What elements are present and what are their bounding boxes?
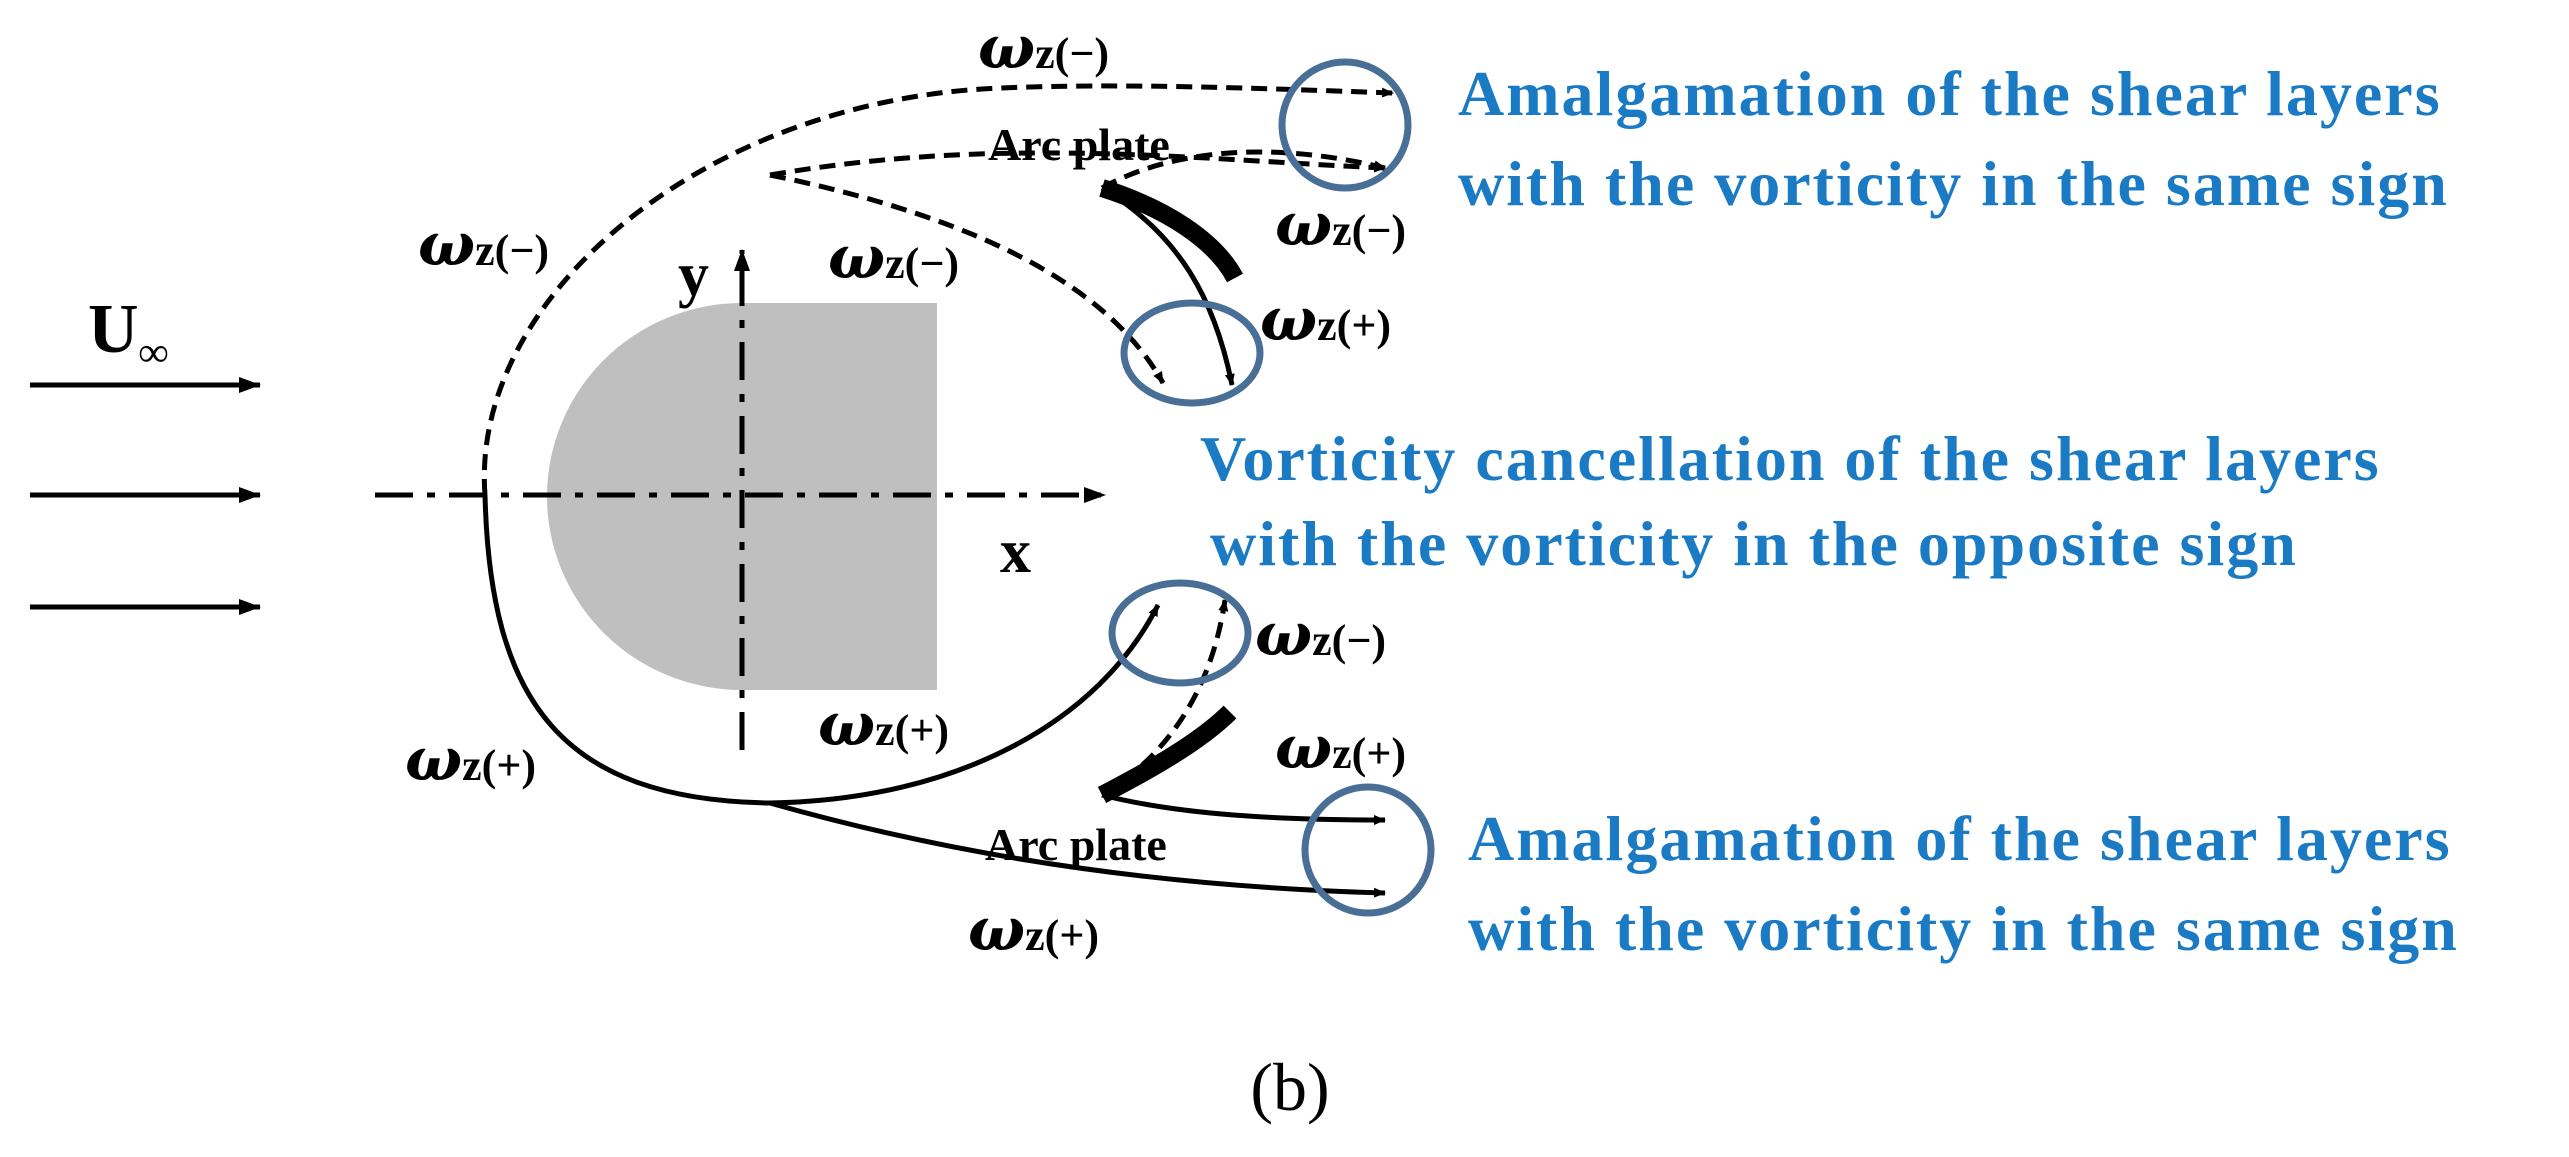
inner-shear-layer-bottom-upper: [769, 603, 1161, 806]
omega-label-inner-bottom: ωz(+): [818, 690, 949, 760]
omega-symbol: ω: [1275, 190, 1332, 260]
inner-shear-layer-top-upper: [769, 150, 1386, 178]
omega-label-plate-bottom-outer: ωz(+): [1275, 713, 1406, 783]
x-axis-label: x: [1000, 518, 1031, 586]
omega-subscript: z(+): [1332, 729, 1406, 778]
plate-bottom-shear-inner: [1100, 599, 1229, 798]
omega-label-outer-top: ωz(−): [978, 13, 1109, 83]
omega-label-left-bottom: ωz(+): [405, 725, 536, 795]
omega-symbol: ω: [1255, 600, 1312, 670]
omega-symbol: ω: [978, 13, 1035, 83]
omega-subscript: z(−): [1332, 206, 1406, 255]
annotation-mid-line1: Vorticity cancellation of the shear laye…: [1200, 423, 2381, 494]
freestream-arrows: [30, 377, 261, 615]
omega-label-inner-top: ωz(−): [828, 223, 959, 293]
y-axis-label: y: [678, 241, 709, 309]
omega-symbol: ω: [1260, 285, 1317, 355]
cancel-circle-top: [1120, 299, 1264, 407]
freestream-symbol: U: [88, 291, 139, 368]
omega-label-plate-bottom-inner: ωz(−): [1255, 600, 1386, 670]
omega-subscript: z(−): [1312, 616, 1386, 665]
omega-subscript: z(+): [1025, 911, 1099, 960]
omega-symbol: ω: [1275, 713, 1332, 783]
plate-bottom-shear-outer: [1101, 792, 1386, 825]
omega-symbol: ω: [828, 223, 885, 293]
omega-subscript: z(+): [1317, 301, 1391, 350]
omega-label-outer-bottom: ωz(+): [968, 895, 1099, 965]
omega-subscript: z(−): [475, 226, 549, 275]
omega-symbol: ω: [818, 690, 875, 760]
freestream-subscript: ∞: [139, 330, 169, 376]
plate-top-shear-outer: [1100, 149, 1386, 191]
omega-subscript: z(+): [462, 741, 536, 790]
arc-plate-bottom: [1097, 705, 1237, 803]
arc-plate-label-top: Arc plate: [988, 119, 1170, 170]
plate-top-shear-inner: [1100, 185, 1235, 386]
arc-plate-label-bottom: Arc plate: [985, 819, 1167, 870]
annotation-mid-line2: with the vorticity in the opposite sign: [1210, 508, 2298, 579]
cancel-circle-bottom: [1108, 579, 1252, 687]
omega-label-plate-top-outer: ωz(−): [1275, 190, 1406, 260]
omega-symbol: ω: [418, 210, 475, 280]
annotation-bottom-line2: with the vorticity in the same sign: [1468, 893, 2459, 964]
freestream-label: U∞: [88, 291, 169, 376]
annotation-top-line1: Amalgamation of the shear layers: [1458, 58, 2442, 129]
omega-subscript: z(−): [885, 239, 959, 288]
merge-circle-bottom: [1301, 783, 1435, 917]
inner-shear-layer-top-lower: [769, 172, 1166, 385]
omega-symbol: ω: [405, 725, 462, 795]
outer-shear-layer-top: [481, 83, 1394, 496]
omega-subscript: z(+): [875, 706, 949, 755]
omega-label-left-top: ωz(−): [418, 210, 549, 280]
annotation-bottom-line1: Amalgamation of the shear layers: [1468, 803, 2452, 874]
annotation-top-line2: with the vorticity in the same sign: [1458, 148, 2449, 219]
omega-symbol: ω: [968, 895, 1025, 965]
omega-subscript: z(−): [1035, 29, 1109, 78]
arc-plate-top: [1099, 179, 1243, 283]
merge-circle-top: [1278, 58, 1412, 192]
figure-caption: (b): [1250, 1049, 1329, 1125]
omega-label-plate-top-inner: ωz(+): [1260, 285, 1391, 355]
